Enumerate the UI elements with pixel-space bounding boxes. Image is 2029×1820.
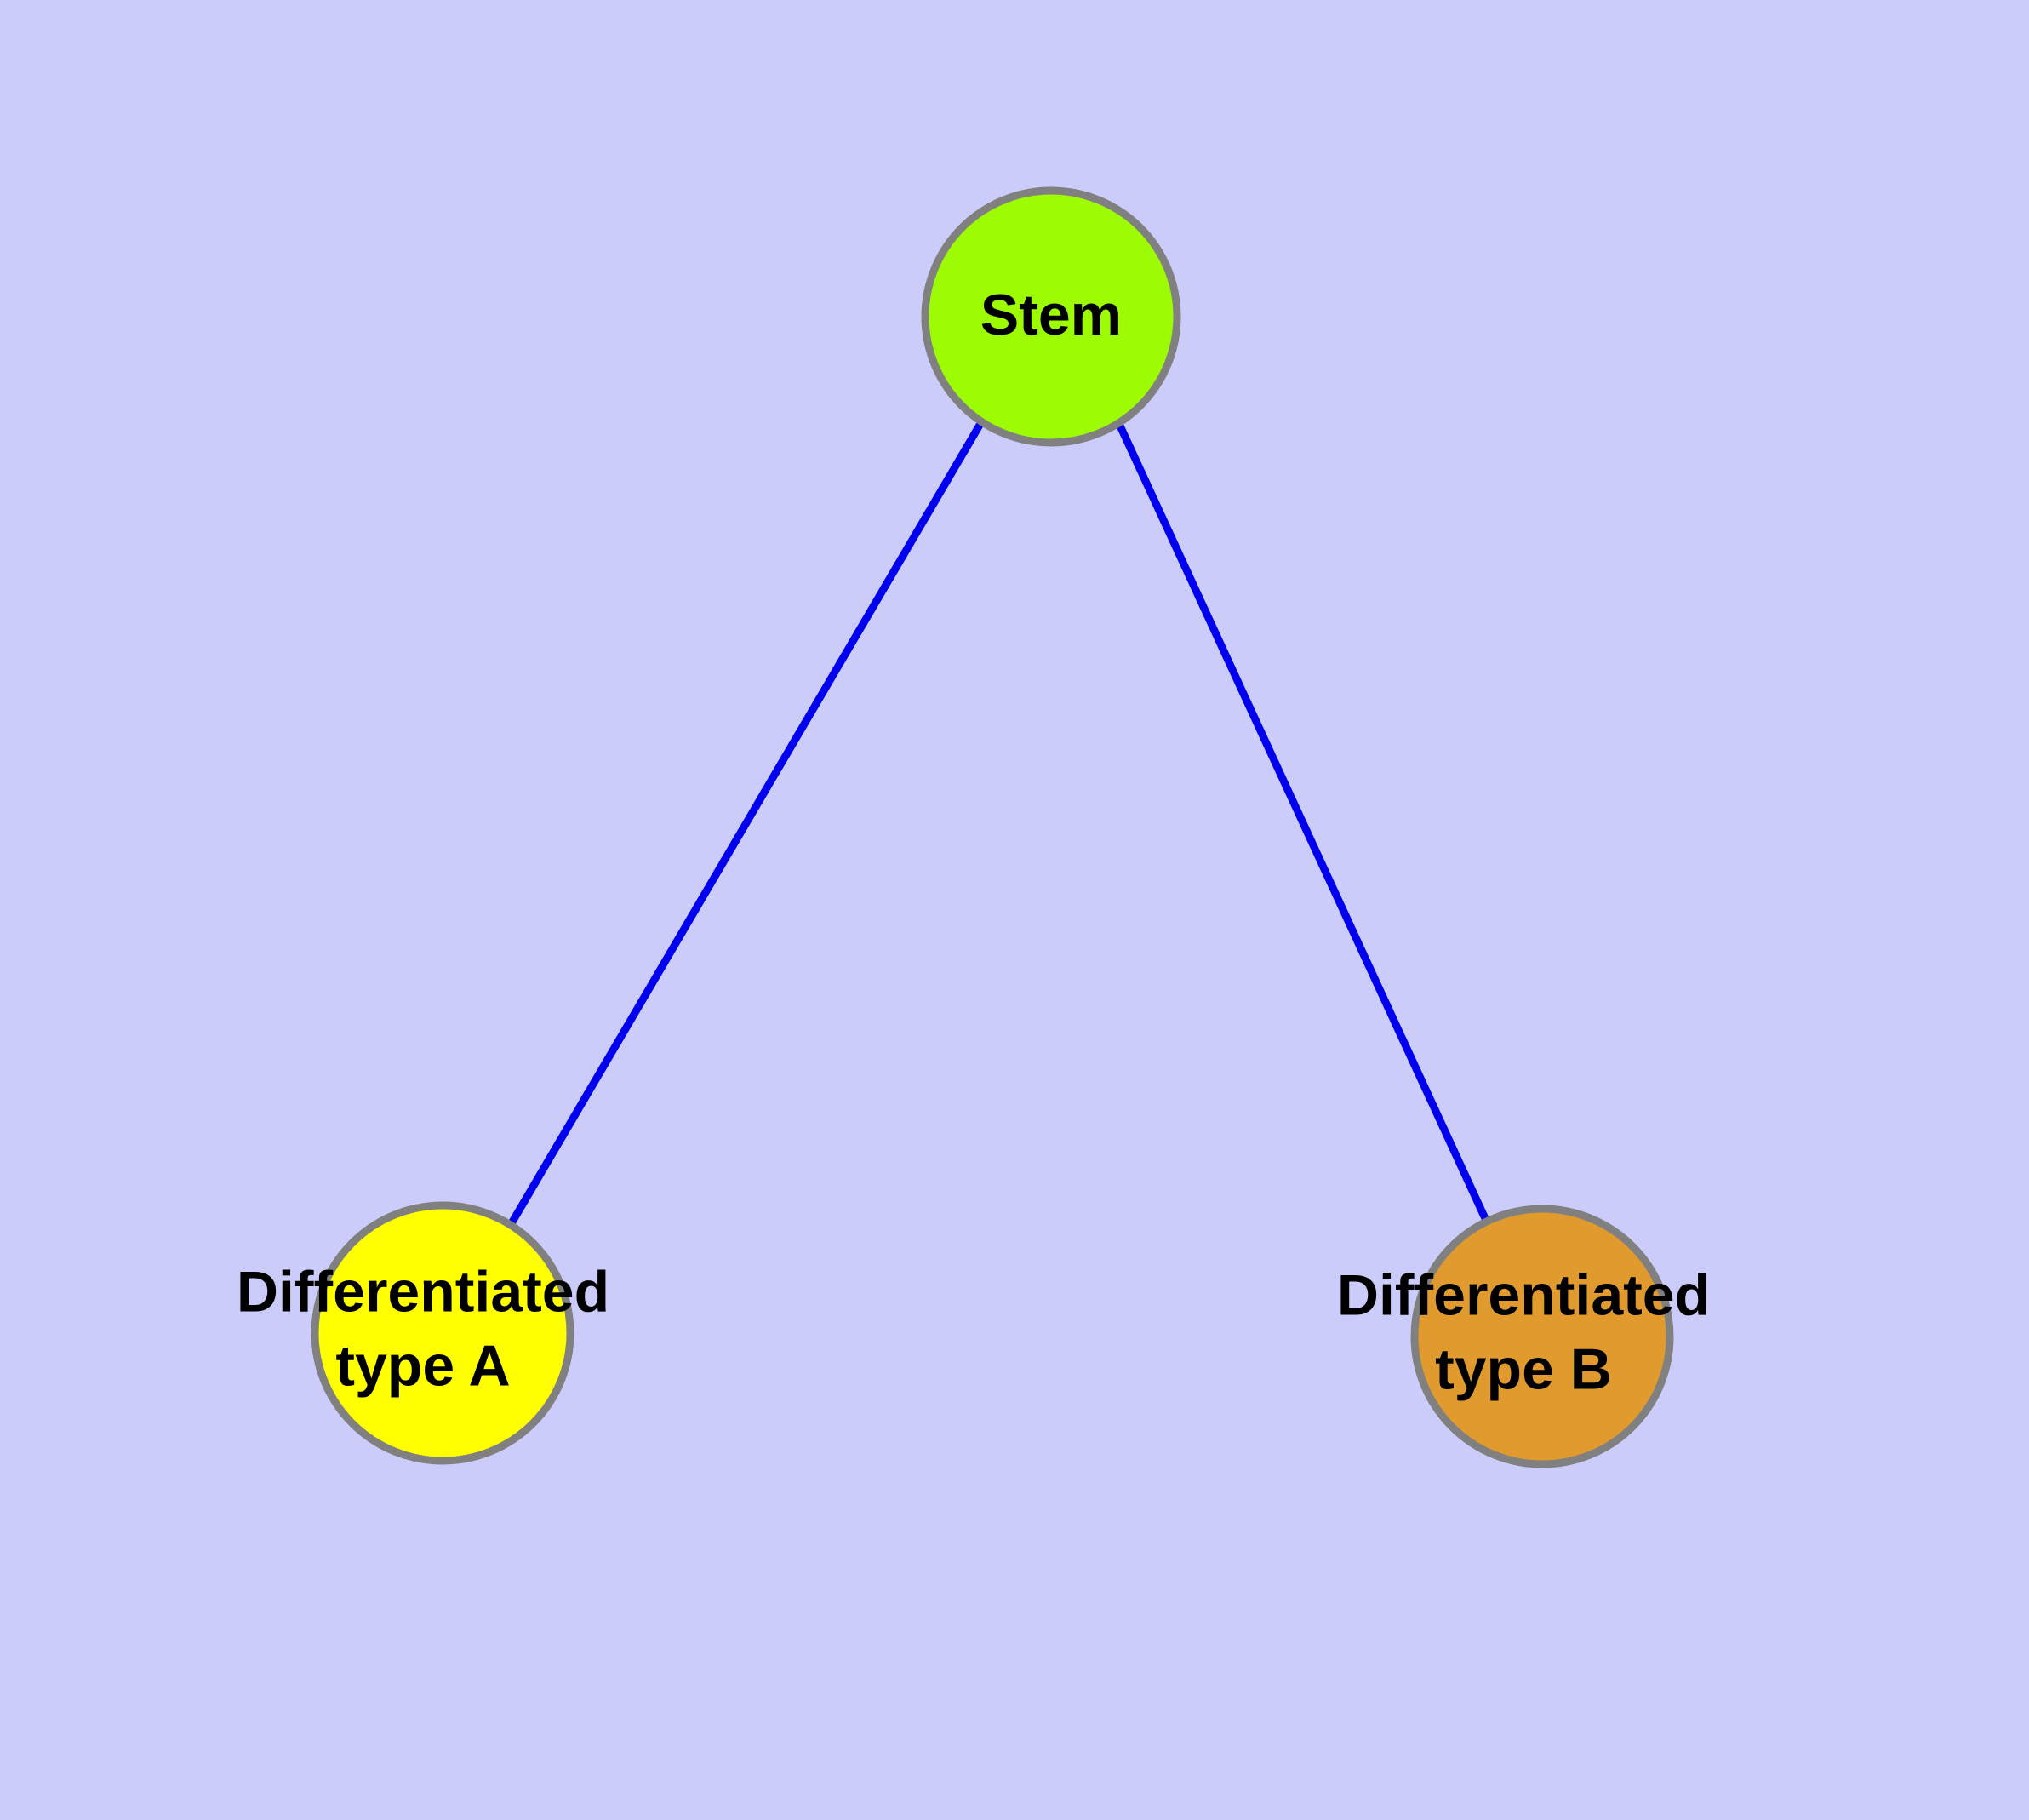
node-differentiated-type-b-label-line-1: Differentiated (1337, 1262, 1710, 1327)
node-stem-label: Stem (980, 283, 1122, 347)
node-stem-circle[interactable] (921, 186, 1181, 447)
node-differentiated-type-b-label-line-2: type B (1435, 1336, 1612, 1401)
edge-layer (508, 420, 1493, 1228)
node-differentiated-type-a-label-line-2: type A (335, 1333, 510, 1398)
node-differentiated-type-b-circle[interactable] (1410, 1205, 1674, 1468)
node-differentiated-type-a-label-line-1: Differentiated (237, 1259, 609, 1324)
edge-stem-to-differentiated-type-b[interactable] (1115, 422, 1493, 1228)
node-differentiated-type-b[interactable]: Differentiated type B (1337, 1205, 1710, 1468)
edge-stem-to-differentiated-type-a[interactable] (508, 420, 985, 1226)
node-stem[interactable]: Stem (921, 186, 1181, 447)
node-differentiated-type-a[interactable]: Differentiated type A (237, 1201, 609, 1465)
node-differentiated-type-a-circle[interactable] (311, 1201, 574, 1465)
